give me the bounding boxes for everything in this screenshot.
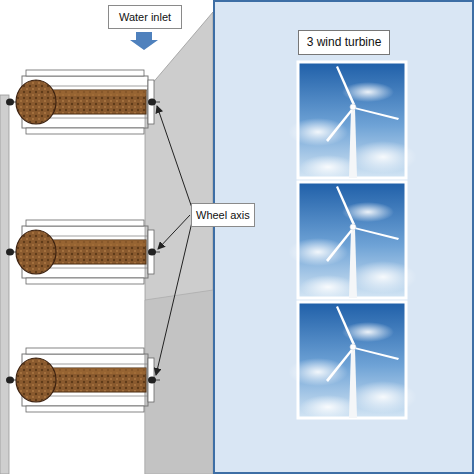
leader-line bbox=[157, 106, 192, 208]
water-wheel bbox=[6, 348, 160, 412]
heading-box: 3 wind turbine bbox=[298, 30, 390, 55]
node-text: Water inlet bbox=[119, 11, 171, 24]
water-arrow bbox=[130, 32, 158, 50]
node-text: Wheel axis bbox=[196, 209, 250, 222]
node-text: 3 wind turbine bbox=[307, 36, 382, 50]
leader-line bbox=[158, 215, 190, 249]
water-wheel bbox=[6, 220, 160, 284]
turbine-photo bbox=[288, 182, 417, 299]
turbine-photo bbox=[288, 62, 417, 179]
water-wheel bbox=[6, 70, 160, 134]
label-box: Water inlet bbox=[108, 5, 182, 29]
label-box: Wheel axis bbox=[191, 203, 255, 227]
leader-line bbox=[156, 222, 192, 375]
turbine-photo bbox=[288, 302, 417, 419]
turbine-panel bbox=[214, 1, 473, 473]
side-wall bbox=[145, 12, 213, 474]
left-wall bbox=[0, 95, 9, 474]
